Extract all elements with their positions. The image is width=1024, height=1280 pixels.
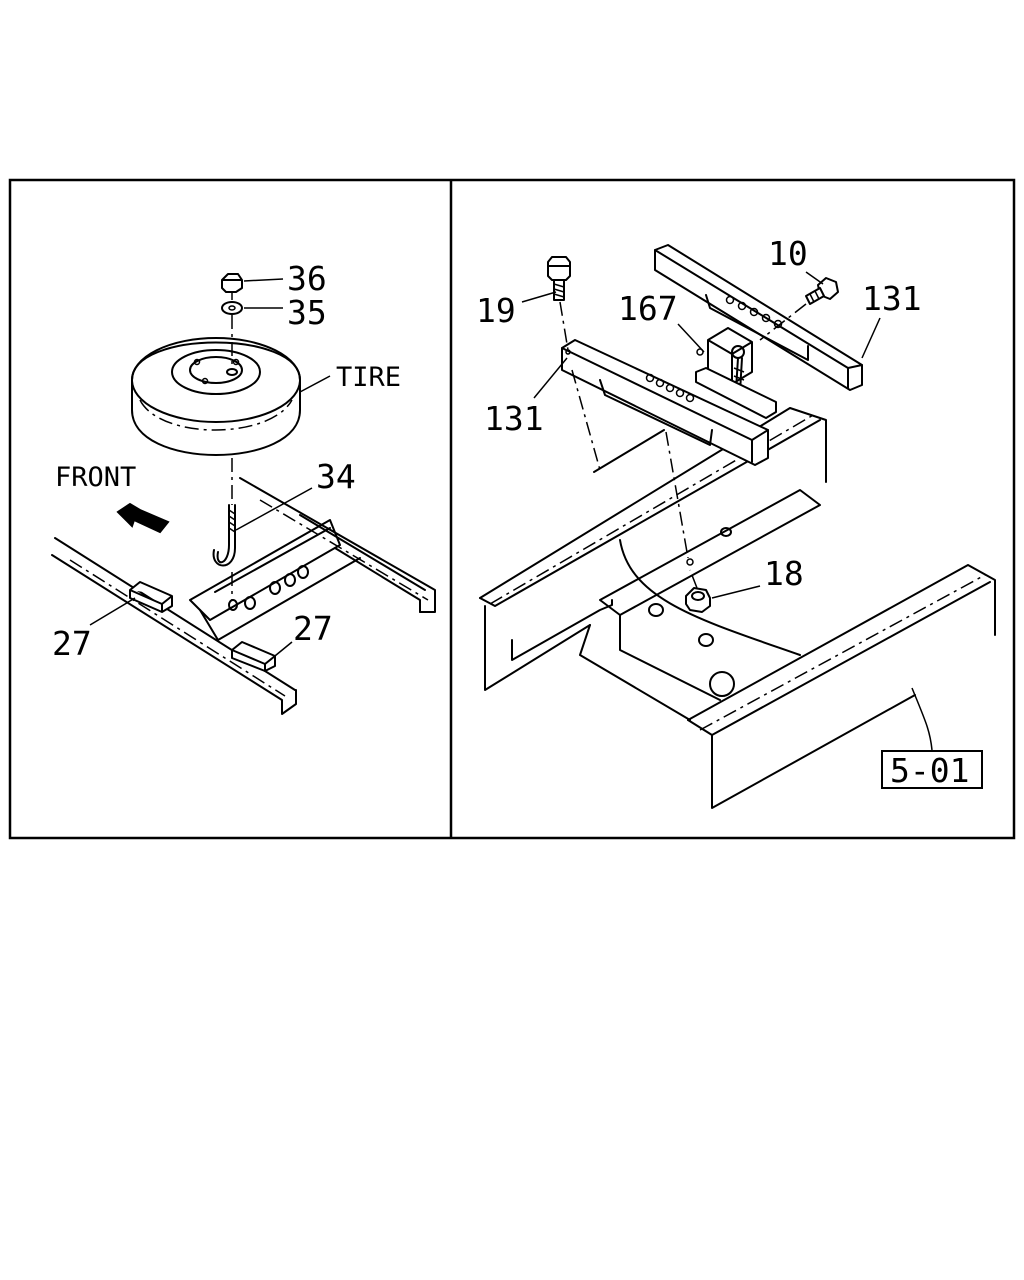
bracket-131-left: [561, 339, 769, 466]
label-35: 35: [287, 293, 327, 332]
carrier-167: [695, 327, 777, 419]
main-frame-rail: [479, 407, 996, 809]
label-10: 10: [768, 234, 808, 273]
label-167: 167: [618, 289, 678, 328]
label-34: 34: [316, 457, 356, 496]
label-tire: TIRE: [336, 362, 401, 393]
diagram-frame: [8, 178, 1016, 840]
label-36: 36: [287, 259, 327, 298]
nut-36: [221, 273, 243, 293]
label-27-right: 27: [293, 609, 333, 648]
label-131-left: 131: [484, 399, 544, 438]
label-19: 19: [476, 291, 516, 330]
left-panel: 36 35 TIRE FRONT 34 27 27: [51, 259, 436, 715]
label-front: FRONT: [55, 462, 136, 493]
label-131-right: 131: [862, 279, 922, 318]
front-arrow-icon: [116, 502, 170, 534]
right-panel: 10 131 19 167 131 18 5-01: [476, 234, 996, 809]
label-27-left: 27: [52, 624, 92, 663]
washer-35: [221, 301, 243, 315]
label-reference: 5-01: [890, 751, 969, 790]
label-18: 18: [764, 554, 804, 593]
pad-left: [129, 581, 173, 613]
bracket-131-right: [654, 244, 863, 391]
bolt-19: [547, 256, 601, 471]
spare-tire: [131, 337, 301, 456]
hook-bolt-34: [212, 458, 236, 600]
reference-box: [881, 750, 983, 789]
nut-18: [685, 569, 711, 613]
frame-rail-left: [51, 477, 436, 715]
